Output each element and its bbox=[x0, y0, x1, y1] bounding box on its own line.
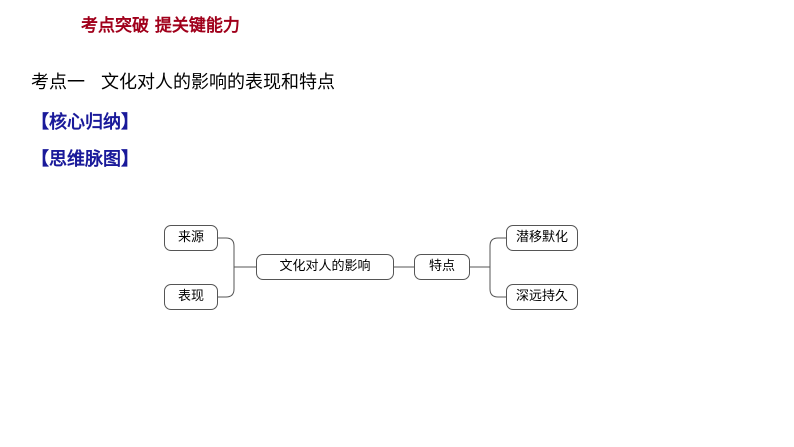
mind-map-node-source: 来源 bbox=[164, 225, 218, 251]
core-summary-label: 【核心归纳】 bbox=[31, 112, 139, 133]
point-title-text: 文化对人的影响的表现和特点 bbox=[101, 72, 335, 93]
connector-left-top bbox=[218, 237, 235, 267]
mind-map-node-feature: 特点 bbox=[414, 254, 470, 280]
mind-map-node-lasting: 深远持久 bbox=[506, 284, 578, 310]
connector-left-bottom bbox=[218, 267, 235, 298]
section-heading: 考点突破 提关键能力 bbox=[81, 16, 240, 36]
mind-map-node-center: 文化对人的影响 bbox=[256, 254, 394, 280]
connector-right-bottom bbox=[489, 267, 506, 298]
mind-map-node-imperceptible: 潜移默化 bbox=[506, 225, 578, 251]
point-number: 考点一 bbox=[31, 72, 85, 93]
point-title: 考点一文化对人的影响的表现和特点 bbox=[31, 71, 335, 95]
mind-map-node-manifestation: 表现 bbox=[164, 284, 218, 310]
connector-right-top bbox=[489, 237, 506, 267]
mind-map-label: 【思维脉图】 bbox=[31, 149, 139, 170]
